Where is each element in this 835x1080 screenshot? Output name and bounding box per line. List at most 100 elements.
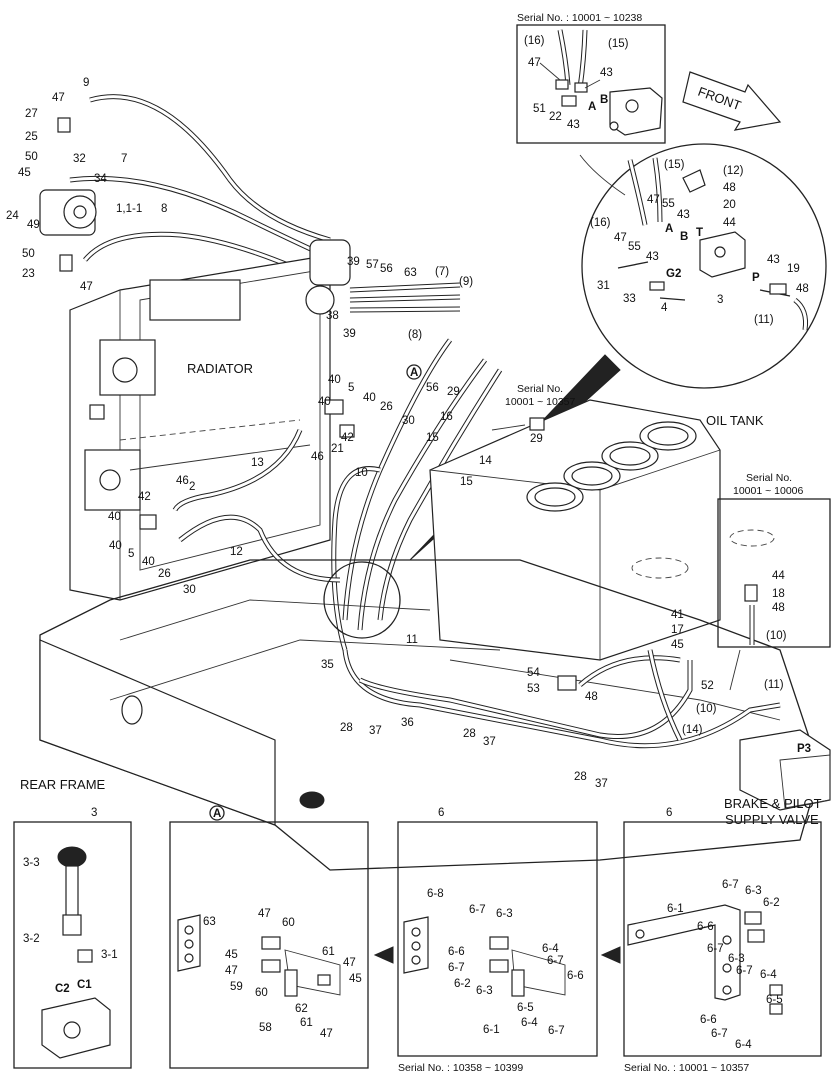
label: A	[665, 223, 673, 235]
label: 47	[614, 232, 627, 244]
detail-box-6-serial-10358: 6 Serial No. : 10358 ~ 10399 6-8 6-7 6-3…	[397, 807, 598, 1074]
label: 48	[772, 602, 785, 614]
main-labels: 9 47 27 25 50 7 32 34 45 24 49 1,1-1 8 5…	[6, 77, 784, 790]
rear-frame-label: REAR FRAME	[20, 777, 106, 792]
label: 38	[326, 310, 339, 322]
label: T	[696, 227, 703, 239]
text: 6-7	[707, 943, 724, 955]
label: 28	[574, 771, 587, 783]
text: 6	[438, 807, 444, 819]
label: 43	[677, 209, 690, 221]
label: 47	[647, 194, 660, 206]
label: (16)	[590, 217, 611, 229]
label: (10)	[696, 703, 717, 715]
label: 56	[426, 382, 439, 394]
text: 6-7	[547, 955, 564, 967]
label: G2	[666, 268, 681, 280]
label: 11	[406, 634, 418, 646]
label: 48	[796, 283, 809, 295]
text: 60	[282, 917, 295, 929]
text: 6-3	[728, 953, 745, 965]
text: 6-5	[766, 994, 783, 1006]
text: A	[213, 808, 221, 820]
label-15: (15)	[608, 38, 629, 50]
label: 45	[18, 167, 31, 179]
label: 8	[161, 203, 167, 215]
label: 56	[380, 263, 393, 275]
text: 60	[255, 987, 268, 999]
text: 47	[320, 1028, 333, 1040]
label: 17	[671, 624, 684, 636]
text: 10001 ~ 10357	[505, 396, 576, 408]
text: 3-1	[101, 949, 118, 961]
label: 21	[331, 443, 344, 455]
label: (14)	[682, 724, 703, 736]
text: C1	[77, 979, 92, 991]
label: (12)	[723, 165, 744, 177]
text: 3	[91, 807, 97, 819]
label: 43	[600, 67, 613, 79]
oil-tank-label: OIL TANK	[706, 413, 764, 428]
label: (11)	[764, 679, 784, 691]
label: 40	[108, 511, 121, 523]
label: 44	[723, 217, 736, 229]
label: 43	[567, 119, 580, 131]
label: 30	[183, 584, 196, 596]
text: 61	[300, 1017, 313, 1029]
text: 6-7	[469, 904, 486, 916]
label: 25	[25, 131, 38, 143]
text: 6-2	[763, 897, 780, 909]
text: 47	[343, 957, 356, 969]
label: 37	[595, 778, 608, 790]
text: Serial No.	[746, 472, 792, 484]
text: 6-6	[700, 1014, 717, 1026]
label: 12	[230, 546, 243, 558]
inset-serial-10001-10357: Serial No. 10001 ~ 10357 29	[491, 383, 576, 445]
label: 29	[447, 386, 460, 398]
text: 10001 ~ 10006	[733, 485, 804, 497]
label: 44	[772, 570, 785, 582]
text: 6-1	[667, 903, 684, 915]
label: 37	[369, 725, 382, 737]
label: 40	[318, 396, 331, 408]
label: 49	[27, 219, 40, 231]
label: 36	[401, 717, 414, 729]
label: 33	[623, 293, 636, 305]
label: 13	[251, 457, 264, 469]
label: 24	[6, 210, 19, 222]
label: 19	[787, 263, 800, 275]
text: 58	[259, 1022, 272, 1034]
text: 63	[203, 916, 216, 928]
label: 35	[321, 659, 334, 671]
inset-serial-10001-10238: Serial No. : 10001 ~ 10238 (16) (15) 47 …	[516, 12, 666, 144]
label: 54	[527, 667, 540, 679]
label: (15)	[664, 159, 685, 171]
label: 30	[402, 415, 415, 427]
label: 48	[585, 691, 598, 703]
text: 3-2	[23, 933, 40, 945]
label: 47	[528, 57, 541, 69]
text: 6-4	[760, 969, 777, 981]
label: 52	[701, 680, 714, 692]
label: 53	[527, 683, 540, 695]
text: 6	[666, 807, 672, 819]
brake-valve-label-2: SUPPLY VALVE	[725, 812, 819, 827]
brake-valve-label-1: BRAKE & PILOT	[724, 796, 822, 811]
label: 23	[22, 268, 35, 280]
label: 40	[363, 392, 376, 404]
text: 6-1	[483, 1024, 500, 1036]
label: (11)	[754, 314, 774, 326]
text: 61	[322, 946, 335, 958]
label: 45	[671, 639, 684, 651]
label: 42	[138, 491, 151, 503]
text: 62	[295, 1003, 308, 1015]
text: 6-8	[427, 888, 444, 900]
text: 6-4	[521, 1017, 538, 1029]
serial-label-top: Serial No. : 10001 ~ 10238	[517, 12, 642, 24]
text: 47	[225, 965, 238, 977]
label: 26	[380, 401, 393, 413]
label: (8)	[408, 329, 422, 341]
text: 6-2	[454, 978, 471, 990]
label: 26	[158, 568, 171, 580]
inset-serial-10001-10006: Serial No. 10001 ~ 10006 44 18 48 (10)	[717, 472, 831, 691]
